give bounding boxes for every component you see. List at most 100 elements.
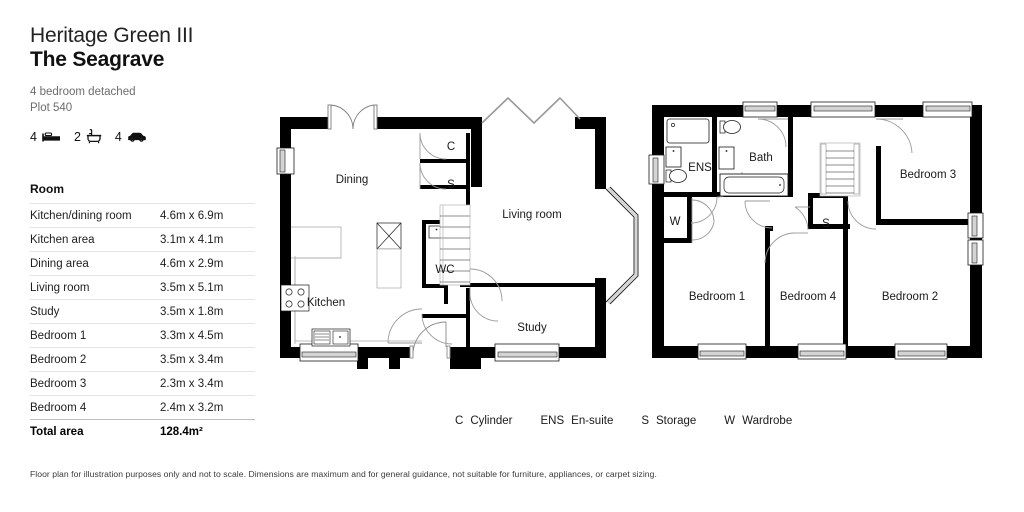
ground-floor-plan: Dining Kitchen WC Living room Study C S xyxy=(276,97,639,369)
room-label-study: Study xyxy=(517,322,547,334)
room-name: Bedroom 1 xyxy=(30,329,87,342)
window xyxy=(742,101,778,118)
room-name: Dining area xyxy=(30,257,89,270)
appliance-icon xyxy=(376,222,402,289)
room-name: Living room xyxy=(30,281,90,294)
legend-value: Storage xyxy=(656,415,697,427)
room-size: 4.6m x 2.9m xyxy=(160,257,224,270)
floorplan-diagrams: Dining Kitchen WC Living room Study C S xyxy=(262,88,1014,398)
room-label-bedroom2: Bedroom 2 xyxy=(882,291,938,303)
legend-value: Wardrobe xyxy=(742,415,793,427)
spec-bathrooms: 2 xyxy=(74,129,102,144)
window xyxy=(894,343,948,360)
room-label-wc: WC xyxy=(435,264,454,276)
room-label-bedroom1: Bedroom 1 xyxy=(689,291,745,303)
room-name: Study xyxy=(30,305,60,318)
bay-window xyxy=(605,186,639,305)
legend-value: En-suite xyxy=(571,415,614,427)
room-label-cylinder: C xyxy=(447,141,455,153)
window xyxy=(697,343,747,360)
room-label-bath: Bath xyxy=(749,152,773,164)
window xyxy=(299,343,359,362)
bedroom-count: 4 xyxy=(30,129,37,144)
window xyxy=(797,343,847,360)
first-floor-labels: ENS Bath W S Bedroom 1 Bedroom 4 Bedroom… xyxy=(670,152,957,303)
window xyxy=(276,147,295,175)
legend-item-wardrobe: W Wardrobe xyxy=(724,415,792,427)
room-label-dining: Dining xyxy=(336,174,369,186)
front-door xyxy=(409,321,451,359)
legend-item-ensuite: ENS En-suite xyxy=(541,415,614,427)
room-name: Kitchen area xyxy=(30,233,95,246)
floorplan-svg: Dining Kitchen WC Living room Study C S xyxy=(276,97,984,369)
room-size: 3.1m x 4.1m xyxy=(160,233,224,246)
room-table: Room Kitchen/dining room 4.6m x 6.9m Kit… xyxy=(30,182,255,443)
bed-icon xyxy=(42,130,61,143)
legend-item-storage: S Storage xyxy=(641,415,696,427)
window xyxy=(922,101,973,118)
legend-key: W xyxy=(724,415,736,427)
shower-tray-icon xyxy=(666,118,710,144)
legend-item-cylinder: C Cylinder xyxy=(455,415,513,427)
room-name: Bedroom 3 xyxy=(30,377,87,390)
spec-bedrooms: 4 xyxy=(30,130,61,144)
room-name: Bedroom 2 xyxy=(30,353,87,366)
parking-count: 4 xyxy=(114,129,122,144)
window xyxy=(810,101,876,118)
ground-floor-door-swings xyxy=(387,132,503,345)
table-row: Bedroom 3 2.3m x 3.4m xyxy=(30,371,255,395)
room-size: 4.6m x 6.9m xyxy=(160,209,224,222)
first-floor-walls xyxy=(652,105,982,358)
bathroom-count: 2 xyxy=(73,129,81,144)
room-label-storage: S xyxy=(447,179,455,191)
room-size: 2.4m x 3.2m xyxy=(160,401,224,414)
spec-parking: 4 xyxy=(115,130,147,144)
legend-value: Cylinder xyxy=(470,415,513,427)
table-row: Kitchen/dining room 4.6m x 6.9m xyxy=(30,203,255,227)
table-row: Living room 3.5m x 5.1m xyxy=(30,275,255,299)
room-name: Bedroom 4 xyxy=(30,401,87,414)
room-label-kitchen: Kitchen xyxy=(307,297,345,309)
plot-number: Plot 540 xyxy=(30,101,73,114)
first-floor-plan: ENS Bath W S Bedroom 1 Bedroom 4 Bedroom… xyxy=(648,101,984,360)
bathroom-fittings xyxy=(718,120,789,197)
bathtub-icon xyxy=(719,173,789,197)
ground-floor-walls xyxy=(280,117,606,369)
break-line xyxy=(481,97,581,124)
window xyxy=(494,343,560,362)
table-row: Bedroom 2 3.5m x 3.4m xyxy=(30,347,255,371)
kitchen-fittings xyxy=(291,226,422,344)
room-table-header: Room xyxy=(30,182,64,196)
hob-icon xyxy=(280,284,310,312)
sink-icon xyxy=(311,328,351,347)
room-label-bedroom4: Bedroom 4 xyxy=(780,291,837,303)
room-label-bedroom3: Bedroom 3 xyxy=(900,169,956,181)
ground-floor-labels: Dining Kitchen WC Living room Study C S xyxy=(307,141,562,334)
table-row: Bedroom 4 2.4m x 3.2m xyxy=(30,395,255,419)
development-name: Heritage Green III xyxy=(30,24,194,47)
room-size: 3.5m x 3.4m xyxy=(160,353,224,366)
room-size: 2.3m x 3.4m xyxy=(160,377,224,390)
table-row-total: Total area 128.4m² xyxy=(30,419,255,443)
room-label-storage: S xyxy=(822,218,830,230)
bathtub-icon xyxy=(86,129,102,144)
table-row: Study 3.5m x 1.8m xyxy=(30,299,255,323)
disclaimer-text: Floor plan for illustration purposes onl… xyxy=(30,469,657,479)
legend-key: ENS xyxy=(540,415,565,427)
legend-key: S xyxy=(641,415,650,427)
property-description: 4 bedroom detached xyxy=(30,85,136,98)
first-floor-windows xyxy=(648,101,984,360)
ground-floor-staircase xyxy=(439,204,471,286)
table-row: Bedroom 1 3.3m x 4.5m xyxy=(30,323,255,347)
room-label-wardrobe: W xyxy=(670,216,681,228)
house-type-name: The Seagrave xyxy=(30,47,165,71)
toilet-icon xyxy=(719,120,741,134)
basin-icon xyxy=(718,146,735,170)
table-row: Kitchen area 3.1m x 4.1m xyxy=(30,227,255,251)
toilet-icon xyxy=(665,169,687,183)
ground-floor-windows xyxy=(276,147,560,362)
first-floor-staircase xyxy=(819,142,861,197)
french-doors xyxy=(327,104,378,130)
table-row: Dining area 4.6m x 2.9m xyxy=(30,251,255,275)
